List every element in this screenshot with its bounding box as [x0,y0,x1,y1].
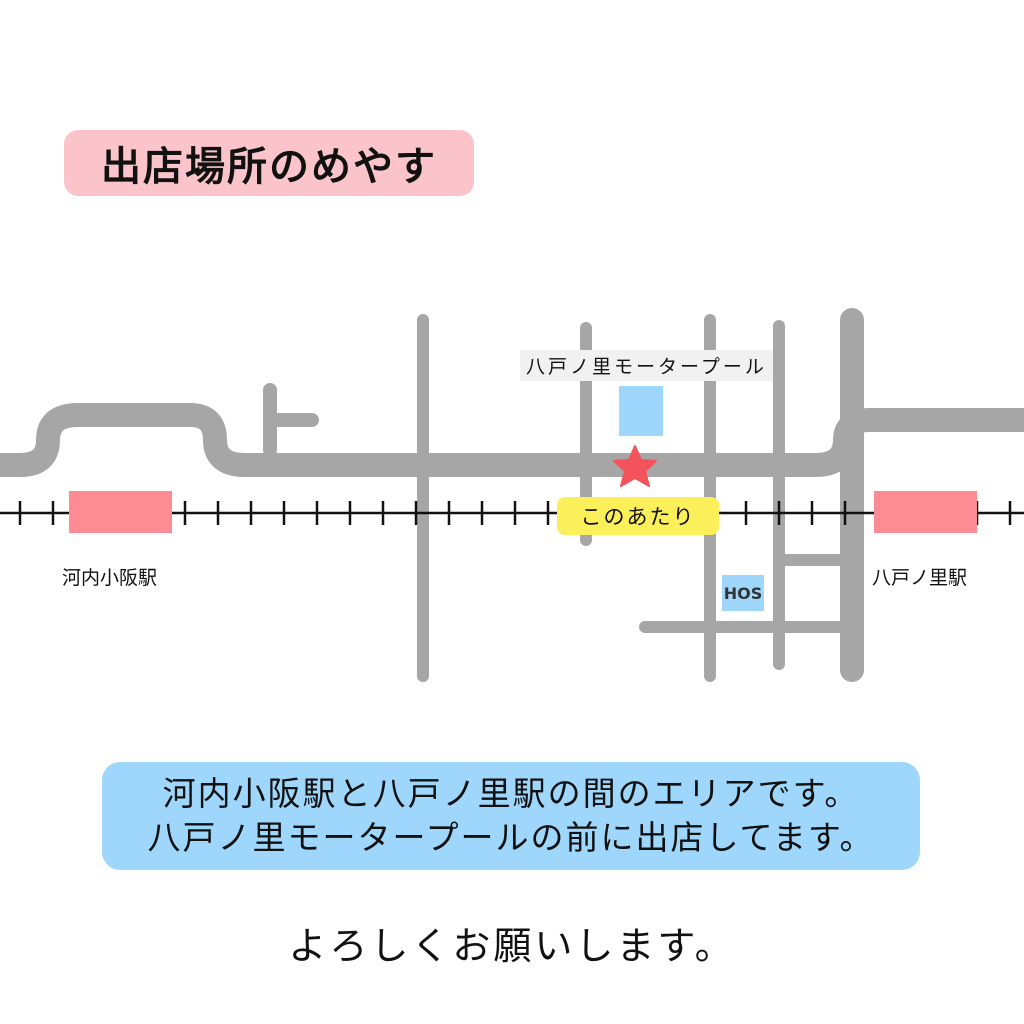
page-title: 出店場所のめやす [101,144,437,190]
info-line-2: 八戸ノ里モータープールの前に出店してます。 [147,818,875,857]
info-line-1: 河内小阪駅と八戸ノ里駅の間のエリアです。 [162,774,860,813]
station-right-marker [874,491,977,533]
venue-marker [619,386,663,436]
station-right-label: 八戸ノ里駅 [872,567,968,589]
hos-label: HOS [722,575,764,611]
star-icon [613,445,657,487]
venue-label: 八戸ノ里モータープール [520,350,773,381]
main-road [0,403,1024,477]
marker-label: このあたり [557,497,719,535]
branch-road [263,383,319,457]
closing-message: よろしくお願いします。 [288,924,736,968]
info-box: 河内小阪駅と八戸ノ里駅の間のエリアです。 八戸ノ里モータープールの前に出店してま… [102,762,920,870]
station-left-label: 河内小阪駅 [62,567,158,589]
title-badge: 出店場所のめやす [64,130,474,196]
station-left-marker [69,491,172,533]
